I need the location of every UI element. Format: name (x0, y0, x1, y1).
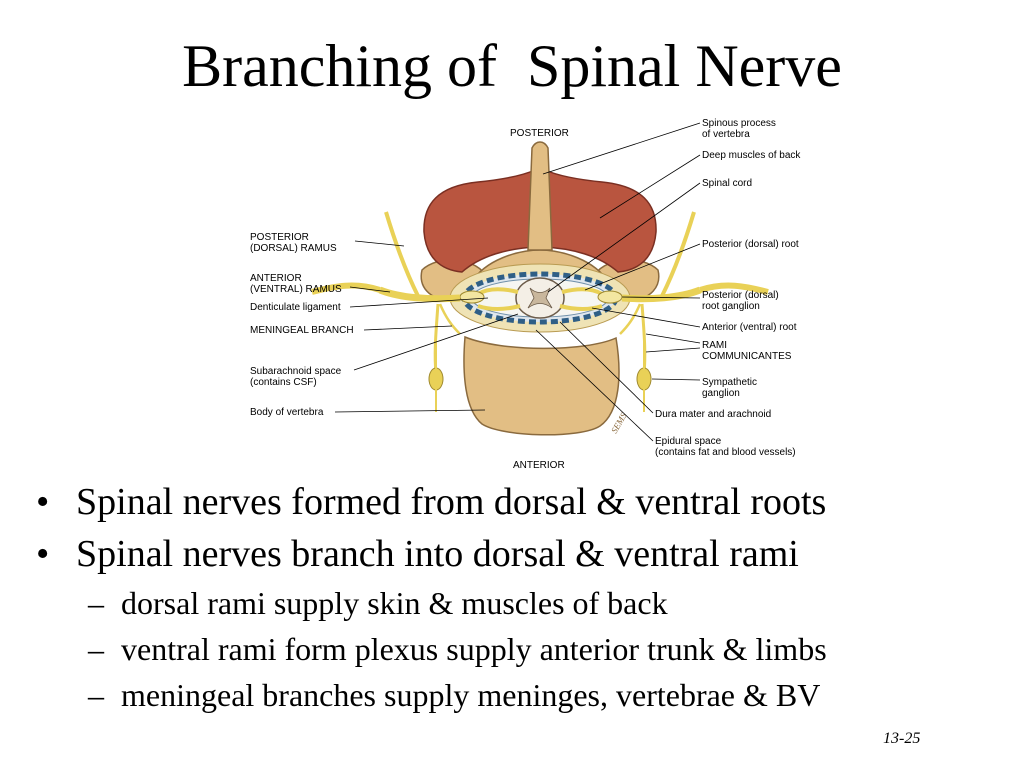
label-meningeal-branch: MENINGEAL BRANCH (250, 325, 354, 336)
sub-bullet-text: meningeal branches supply meninges, vert… (121, 677, 821, 713)
bullet-marker: • (36, 481, 50, 523)
label-spinal-cord: Spinal cord (702, 178, 752, 189)
leader-body-of-vertebra (334, 409, 486, 413)
sub-bullet-item: – ventral rami form plexus supply anteri… (36, 626, 1011, 672)
sub-bullet-marker: – (88, 677, 104, 713)
leader-rami-communicantes-a (645, 333, 701, 344)
label-epidural-space-line-1: Epidural space (655, 436, 722, 447)
right-meningeal-branch (619, 303, 642, 335)
leader-lines (334, 122, 701, 442)
leader-posterior-root-ganglion (621, 296, 701, 299)
leader-posterior-root (584, 243, 701, 291)
label-posterior-dorsal-ramus: POSTERIOR (DORSAL) RAMUS (250, 232, 337, 254)
label-epidural-space-line-2: (contains fat and blood vessels) (655, 447, 796, 458)
spinal-nerve-diagram: SEMS POSTERIOR ANTERIOR POSTERIOR (240, 112, 820, 477)
right-dorsal-root-ganglion (597, 290, 623, 304)
right-dorsal-ramus (660, 211, 696, 297)
label-deep-muscles: Deep muscles of back (702, 150, 801, 161)
left-spinal-nerve (378, 286, 461, 303)
slide-number: 13-25 (883, 730, 921, 747)
label-rami-communicantes-line-1: RAMI (702, 340, 727, 351)
leader-subarachnoid-space (353, 313, 519, 371)
label-spinous-process-line-1: Spinous process (702, 118, 776, 129)
slide-title: Branching of Spinal Nerve (182, 33, 842, 99)
label-dura-mater: Dura mater and arachnoid (655, 409, 771, 420)
gray-matter (527, 287, 553, 309)
sub-bullet-marker: – (88, 631, 104, 667)
leader-epidural-space (535, 329, 654, 442)
label-posterior-root-ganglion-line-1: Posterior (dorsal) (702, 290, 779, 301)
label-posterior: POSTERIOR (510, 128, 569, 139)
label-epidural-space: Epidural space (contains fat and blood v… (655, 436, 796, 458)
leader-deep-muscles (599, 154, 701, 219)
left-ventral-ramus (311, 282, 381, 295)
sub-bullet-item: – dorsal rami supply skin & muscles of b… (36, 580, 1011, 626)
leader-spinal-cord (547, 182, 701, 293)
left-ventral-root (477, 304, 521, 311)
bullet-text: Spinal nerves formed from dorsal & ventr… (76, 481, 827, 523)
label-anterior-root: Anterior (ventral) root (702, 322, 797, 333)
right-dorsal-root (561, 287, 604, 296)
sub-bullet-item: – meningeal branches supply meninges, ve… (36, 672, 1011, 718)
label-subarachnoid-space-line-2: (contains CSF) (250, 377, 317, 388)
sub-bullet-text: dorsal rami supply skin & muscles of bac… (121, 585, 668, 621)
leader-meningeal-branch (363, 325, 453, 331)
right-ventral-ramus (699, 282, 769, 295)
bullet-marker: • (36, 533, 50, 575)
spinous-process-shape (527, 141, 553, 251)
leader-denticulate-ligament (349, 297, 489, 308)
label-denticulate-ligament: Denticulate ligament (250, 302, 341, 313)
vertebral-body (463, 335, 620, 436)
bullet-item: • Spinal nerves branch into dorsal & ven… (36, 528, 1011, 580)
artist-signature: SEMS (609, 411, 629, 435)
spinal-nerve-illustration: SEMS POSTERIOR ANTERIOR POSTERIOR (250, 118, 801, 471)
bullet-item: • Spinal nerves formed from dorsal & ven… (36, 476, 1011, 528)
label-sympathetic-ganglion-line-2: ganglion (702, 388, 740, 399)
bullet-list: • Spinal nerves formed from dorsal & ven… (36, 476, 1011, 718)
label-posterior-root: Posterior (dorsal) root (702, 239, 799, 250)
label-posterior-root-ganglion-line-2: root ganglion (702, 301, 760, 312)
anatomy-artwork: SEMS (311, 141, 769, 436)
leader-posterior-dorsal-ramus (354, 240, 405, 247)
label-anterior-ventral-ramus-line-1: ANTERIOR (250, 273, 302, 284)
label-body-of-vertebra: Body of vertebra (250, 407, 324, 418)
leader-anterior-root (591, 307, 701, 328)
label-sympathetic-ganglion: Sympathetic ganglion (702, 377, 760, 399)
sub-bullet-marker: – (88, 585, 104, 621)
left-dorsal-ramus (384, 211, 420, 297)
label-anterior-ventral-ramus: ANTERIOR (VENTRAL) RAMUS (250, 273, 342, 295)
label-subarachnoid-space: Subarachnoid space (contains CSF) (250, 366, 344, 388)
bullet-text: Spinal nerves branch into dorsal & ventr… (76, 533, 799, 575)
left-dorsal-root-ganglion (459, 290, 485, 304)
leader-dura-mater (559, 321, 654, 414)
sub-bullet-text: ventral rami form plexus supply anterior… (121, 631, 827, 667)
label-anterior-ventral-ramus-line-2: (VENTRAL) RAMUS (250, 284, 342, 295)
label-rami-communicantes: RAMI COMMUNICANTES (702, 340, 792, 362)
label-posterior-dorsal-ramus-line-1: POSTERIOR (250, 232, 309, 243)
label-posterior-root-ganglion: Posterior (dorsal) root ganglion (702, 290, 781, 312)
left-meningeal-branch (438, 303, 461, 335)
leader-sympathetic-ganglion (651, 378, 701, 381)
label-spinous-process-line-2: of vertebra (702, 129, 750, 140)
label-anterior: ANTERIOR (513, 460, 565, 471)
label-sympathetic-ganglion-line-1: Sympathetic (702, 377, 757, 388)
label-posterior-dorsal-ramus-line-2: (DORSAL) RAMUS (250, 243, 337, 254)
leader-anterior-ventral-ramus (349, 286, 391, 293)
leader-spinous-process (542, 122, 701, 175)
label-subarachnoid-space-line-1: Subarachnoid space (250, 366, 342, 377)
leader-rami-communicantes-b (645, 347, 701, 353)
right-ventral-root (559, 304, 603, 311)
label-spinous-process: Spinous process of vertebra (702, 118, 779, 140)
label-rami-communicantes-line-2: COMMUNICANTES (702, 351, 792, 362)
